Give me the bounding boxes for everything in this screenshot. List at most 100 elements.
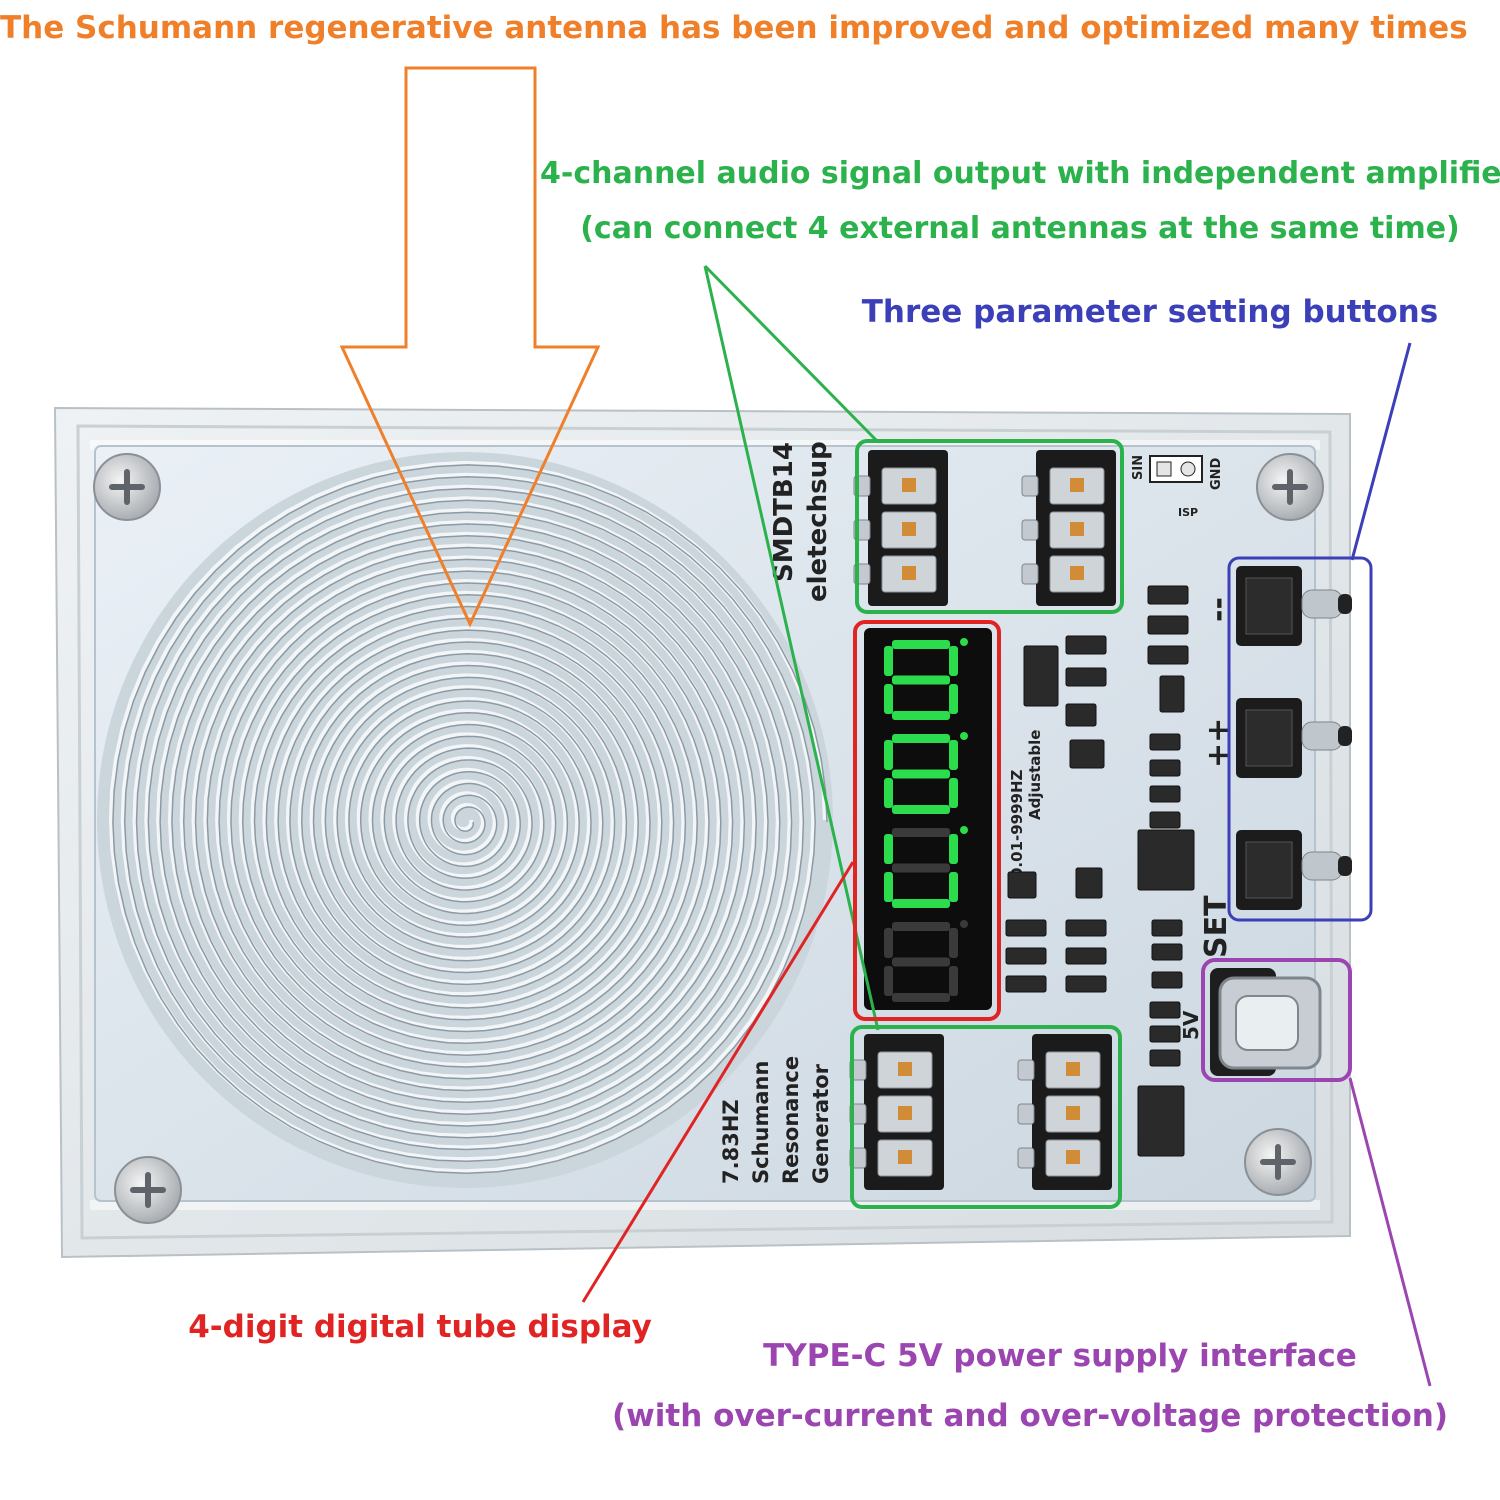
smd-component <box>1023 645 1059 707</box>
smd-component <box>1147 615 1189 635</box>
product-label-line3: Resonance <box>779 1056 803 1184</box>
board-model-label: SMDTB14 <box>769 442 799 582</box>
audio-callout <box>703 264 1124 1209</box>
audio-jack[interactable] <box>849 1034 944 1190</box>
display-segment <box>884 834 893 864</box>
display-digit <box>884 732 968 814</box>
display-digit <box>884 826 968 908</box>
sin-header-label: SIN <box>1131 455 1146 480</box>
usb-c-port[interactable] <box>1210 968 1322 1076</box>
smd-component <box>1065 947 1107 965</box>
display-callout <box>581 620 1001 1303</box>
smd-component <box>1065 919 1107 937</box>
display-segment <box>892 922 950 931</box>
smd-component <box>1151 919 1183 937</box>
display-segment <box>949 646 958 676</box>
screw-top-right <box>1256 453 1324 521</box>
smd-component <box>1137 1085 1185 1157</box>
buttons-caption: Three parameter setting buttons <box>861 294 1439 330</box>
minus-button-label: -- <box>1201 597 1236 622</box>
power-callout <box>1201 958 1432 1387</box>
display-dot <box>960 826 968 834</box>
plus-button[interactable] <box>1236 698 1352 778</box>
display-segment <box>884 646 893 676</box>
smd-component <box>1149 811 1181 829</box>
digital-tube-display <box>864 628 992 1010</box>
display-segment <box>949 684 958 714</box>
audio-jack[interactable] <box>1017 1034 1112 1190</box>
audio-caption-line2: (can connect 4 external antennas at the … <box>580 211 1460 246</box>
smd-component <box>1149 1049 1181 1067</box>
smd-component <box>1065 635 1107 655</box>
display-dot <box>960 920 968 928</box>
display-segment <box>949 928 958 958</box>
screw-bottom-left <box>114 1156 182 1224</box>
buttons-callout <box>1227 342 1412 922</box>
display-digit <box>884 920 968 1002</box>
audio-jack[interactable] <box>1021 450 1116 606</box>
display-dot <box>960 638 968 646</box>
set-button[interactable] <box>1236 830 1352 910</box>
display-segment <box>892 805 950 814</box>
audio-jack[interactable] <box>853 450 948 606</box>
smd-components <box>1005 585 1195 1157</box>
display-segment <box>884 928 893 958</box>
isp-label: ISP <box>1178 506 1198 519</box>
display-segment <box>892 863 950 873</box>
display-segment <box>949 740 958 770</box>
display-segment <box>884 778 893 808</box>
smd-component <box>1159 675 1185 713</box>
smd-component <box>1065 975 1107 993</box>
antenna-callout-arrow <box>339 66 601 628</box>
smd-component <box>1005 919 1047 937</box>
product-label-line4: Generator <box>809 1063 833 1184</box>
display-segment <box>884 740 893 770</box>
smd-component <box>1151 943 1183 961</box>
smd-component <box>1137 829 1195 891</box>
smd-component <box>1149 733 1181 751</box>
display-segment <box>892 734 950 743</box>
display-dot <box>960 732 968 740</box>
display-segment <box>884 872 893 902</box>
display-segment <box>949 778 958 808</box>
power-voltage-label: 5V <box>1179 1010 1203 1040</box>
antenna-caption: The Schumann regenerative antenna has be… <box>0 10 1468 46</box>
spiral-antenna <box>97 452 833 1188</box>
display-segment <box>892 899 950 908</box>
display-segment <box>949 834 958 864</box>
display-digit <box>884 638 968 720</box>
power-caption-line1: TYPE-C 5V power supply interface <box>763 1338 1357 1374</box>
display-segment <box>949 966 958 996</box>
smd-component <box>1069 739 1105 769</box>
gnd-header-label: GND <box>1209 457 1224 490</box>
sin-gnd-header <box>1149 455 1203 483</box>
smd-component <box>1147 645 1189 665</box>
display-segment <box>892 675 950 685</box>
screw-bottom-right <box>1244 1128 1312 1196</box>
smd-component <box>1149 1025 1181 1043</box>
spiral-antenna-coil <box>108 460 827 1174</box>
display-segment <box>949 872 958 902</box>
display-segment <box>892 957 950 967</box>
display-segment <box>892 769 950 779</box>
power-caption-line2: (with over-current and over-voltage prot… <box>611 1398 1449 1434</box>
smd-component <box>1147 585 1189 605</box>
smd-component <box>1005 975 1047 993</box>
product-label-line1: 7.83HZ <box>719 1099 743 1184</box>
minus-button[interactable] <box>1236 566 1352 646</box>
plus-button-label: ++ <box>1201 718 1236 768</box>
display-segment <box>892 828 950 837</box>
smd-component <box>1149 785 1181 803</box>
adjustable-label: Adjustable <box>1026 730 1044 820</box>
smd-component <box>1007 871 1037 899</box>
smd-component <box>1075 867 1103 899</box>
smd-component <box>1065 703 1097 727</box>
spiral-antenna-coil-shadow <box>112 464 828 1174</box>
display-segment <box>892 640 950 649</box>
display-segment <box>892 993 950 1002</box>
frequency-range-label: 0.01-9999HZ <box>1008 769 1026 878</box>
display-segment <box>884 966 893 996</box>
smd-component <box>1005 947 1047 965</box>
product-label-line2: Schumann <box>749 1061 773 1184</box>
audio-caption-line1: 4-channel audio signal output with indep… <box>540 156 1500 191</box>
